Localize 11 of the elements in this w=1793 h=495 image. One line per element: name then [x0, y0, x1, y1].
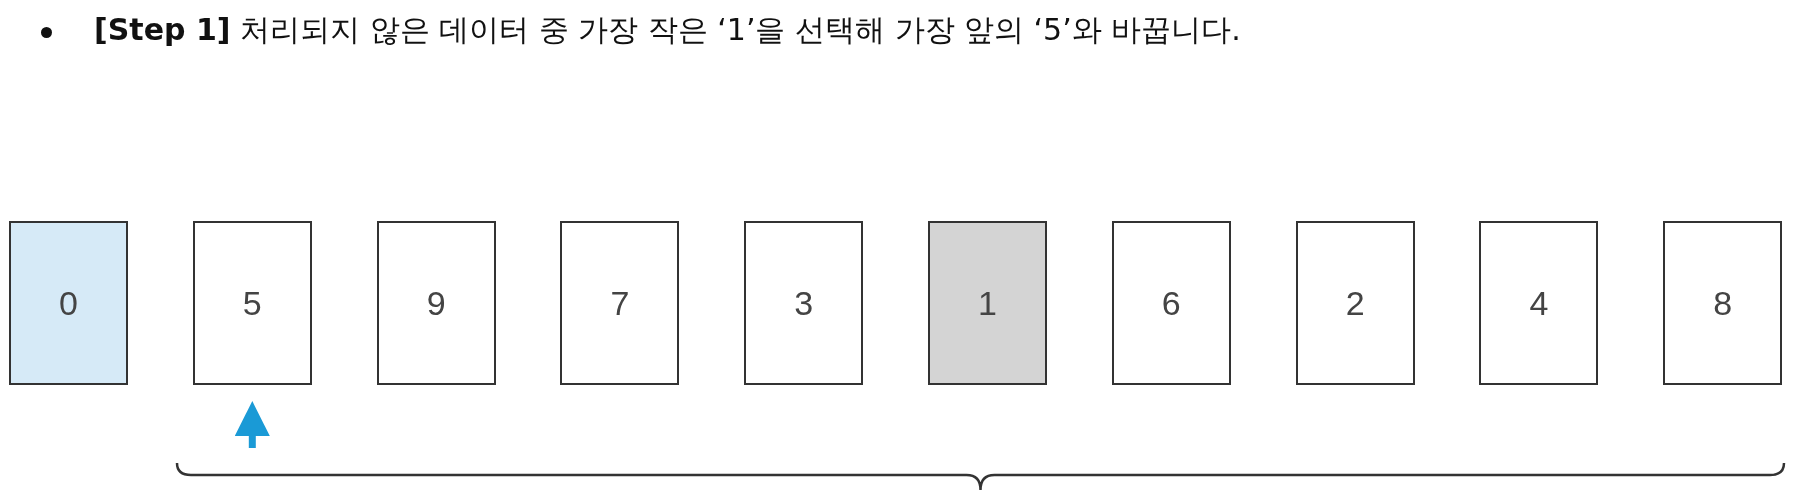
number-card: 8 [1663, 221, 1783, 385]
step-title: [Step 1] 처리되지 않은 데이터 중 가장 작은 ‘1’을 선택해 가장 앞의 ‘5’와 바꿉니다. [94, 11, 1241, 49]
number-card: 0 [9, 221, 128, 385]
number-card: 9 [376, 221, 496, 385]
number-card: 6 [1111, 221, 1231, 385]
number-card: 1 [928, 221, 1047, 385]
number-card: 4 [1479, 221, 1599, 385]
number-card: 3 [744, 221, 864, 385]
number-card: 2 [1295, 221, 1415, 385]
number-card: 5 [192, 221, 312, 385]
number-card: 7 [560, 221, 680, 385]
